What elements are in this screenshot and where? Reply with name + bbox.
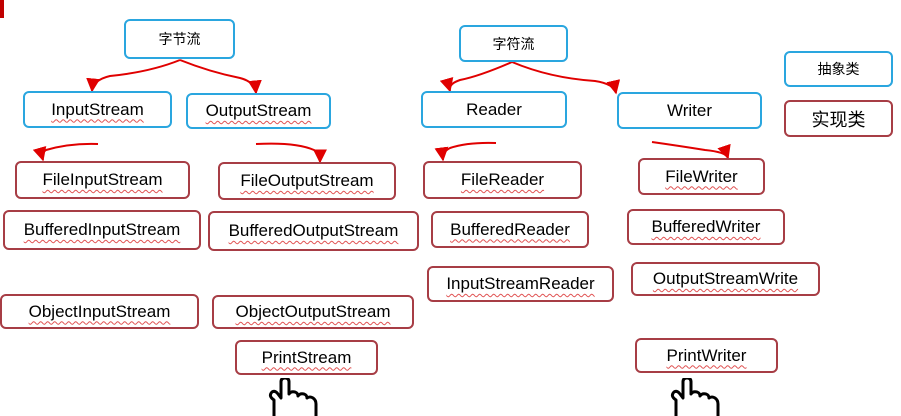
outputstream-node: OutputStream [186,93,331,129]
arrow-chars-to-reader [439,61,513,93]
outputstream-label: OutputStream [205,101,312,120]
printwriter-node: PrintWriter [635,338,778,373]
objectinputstream-node: ObjectInputStream [0,294,199,329]
filewriter-node: FileWriter [638,158,765,195]
arrow-bytes-to-outputstream [179,59,262,95]
objectoutputstream-node: ObjectOutputStream [212,295,414,329]
bufferedwriter-node: BufferedWriter [627,209,785,245]
fileinputstream-node: FileInputStream [15,161,190,199]
arrow-reader-to-filereader [434,141,497,162]
filereader-node: FileReader [423,161,582,199]
printwriter-label: PrintWriter [666,345,747,365]
outputstreamwrite-label: OutputStreamWrite [652,269,799,288]
writer-node: Writer [617,92,762,129]
pointing-hand-icon [268,378,318,416]
inputstream-node: InputStream [23,91,172,128]
outputstreamwrite-node: OutputStreamWrite [631,262,820,296]
inputstreamreader-label: InputStreamReader [446,274,595,293]
bufferedinputstream-node: BufferedInputStream [3,210,201,250]
arrow-bytes-to-inputstream [86,59,181,93]
bufferedoutputstream-node: BufferedOutputStream [208,211,419,251]
bufferedoutputstream-label: BufferedOutputStream [228,221,399,240]
printstream-node: PrintStream [235,340,378,375]
inputstream-label: InputStream [51,99,144,119]
arrow-chars-to-writer [511,61,621,95]
arrow-writer-to-filewriter [651,141,731,160]
bufferedreader-node: BufferedReader [431,211,589,248]
fileoutputstream-label: FileOutputStream [240,171,374,190]
arrow-inputstream-to-fileinputstream [32,142,99,162]
legend-concrete: 实现类 [784,100,893,137]
byte-stream-root-label: 字节流 [158,31,201,47]
fileinputstream-label: FileInputStream [42,170,163,189]
filereader-label: FileReader [460,170,545,189]
reader-node: Reader [421,91,567,128]
reader-label: Reader [466,99,522,119]
byte-stream-root: 字节流 [124,19,235,59]
legend-abstract: 抽象类 [784,51,893,87]
bufferedinputstream-label: BufferedInputStream [23,220,181,239]
objectoutputstream-label: ObjectOutputStream [235,302,391,321]
pointing-hand-icon [670,378,720,416]
filewriter-label: FileWriter [665,166,738,186]
char-stream-root-label: 字符流 [492,35,535,52]
writer-label: Writer [666,100,712,120]
legend-concrete-label: 实现类 [811,109,866,130]
legend-abstract-label: 抽象类 [817,61,860,77]
bufferedwriter-label: BufferedWriter [651,217,761,236]
printstream-label: PrintStream [261,347,352,367]
bufferedreader-label: BufferedReader [450,219,570,239]
objectinputstream-label: ObjectInputStream [28,301,171,321]
char-stream-root: 字符流 [459,25,568,62]
inputstreamreader-node: InputStreamReader [427,266,614,302]
slide-corner-mark [0,0,4,18]
fileoutputstream-node: FileOutputStream [218,162,396,200]
arrow-outputstream-to-fileoutputstream [255,142,327,164]
